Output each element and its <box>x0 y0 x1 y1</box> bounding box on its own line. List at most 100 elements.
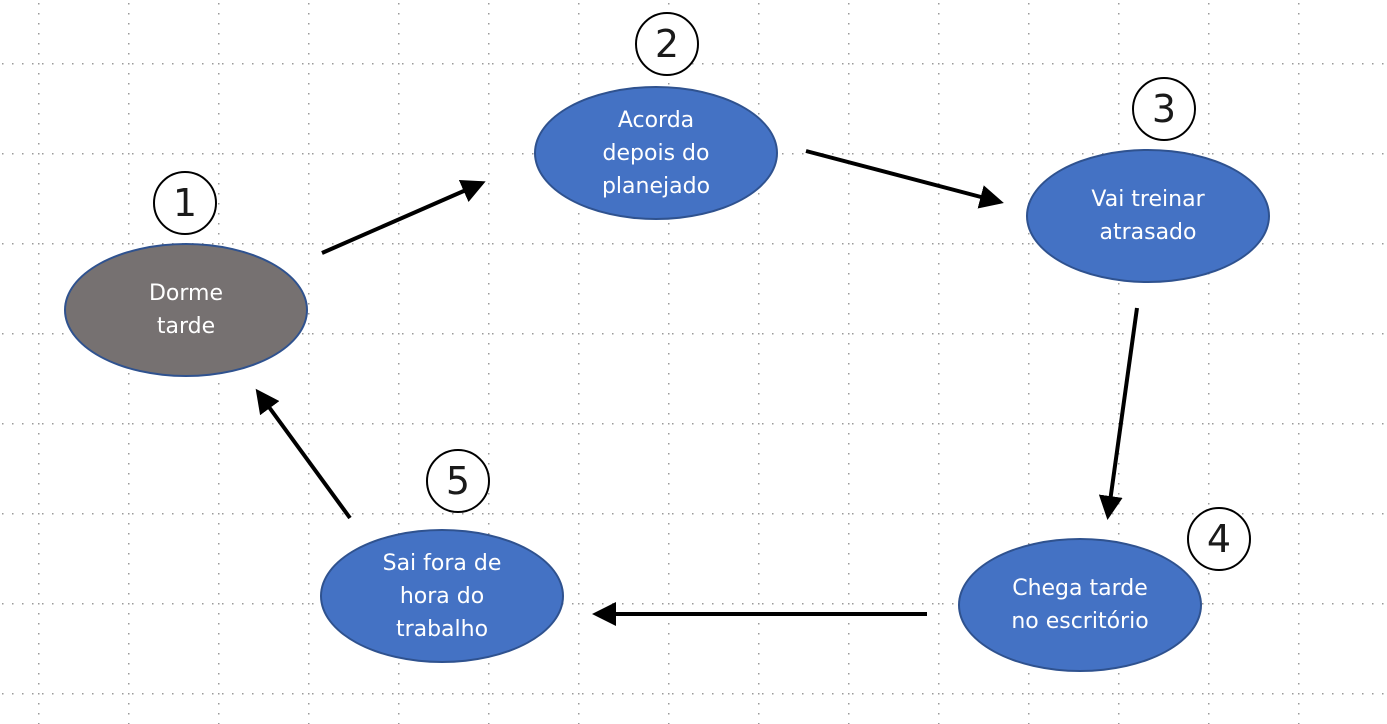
grid-dot <box>1132 423 1134 425</box>
grid-dot <box>578 93 580 95</box>
grid-dot <box>332 153 334 155</box>
grid-dot <box>38 263 40 265</box>
grid-dot <box>488 253 490 255</box>
grid-dot <box>1208 123 1210 125</box>
grid-dot <box>382 333 384 335</box>
grid-dot <box>1282 243 1284 245</box>
grid-dot <box>702 423 704 425</box>
grid-dot <box>382 513 384 515</box>
grid-dot <box>1182 63 1184 65</box>
grid-dot <box>308 183 310 185</box>
grid-dot <box>132 423 134 425</box>
grid-dot <box>302 513 304 515</box>
grid-dot <box>722 333 724 335</box>
grid-dot <box>1272 603 1274 605</box>
grid-dot <box>652 243 654 245</box>
grid-dot <box>488 493 490 495</box>
grid-dot <box>782 513 784 515</box>
grid-dot <box>1208 413 1210 415</box>
grid-dot <box>912 333 914 335</box>
grid-dot <box>308 613 310 615</box>
grid-dot <box>938 83 940 85</box>
grid-dot <box>758 93 760 95</box>
grid-dot <box>938 13 940 15</box>
grid-dot <box>902 603 904 605</box>
grid-dot <box>1028 13 1030 15</box>
grid-dot <box>758 343 760 345</box>
grid-dot <box>1342 693 1344 695</box>
grid-dot <box>1192 63 1194 65</box>
grid-dot <box>482 693 484 695</box>
grid-dot <box>1208 343 1210 345</box>
grid-dot <box>1322 693 1324 695</box>
grid-dot <box>372 243 374 245</box>
grid-dot <box>1118 63 1120 65</box>
grid-dot <box>1118 493 1120 495</box>
grid-dot <box>668 713 670 715</box>
grid-dot <box>1118 343 1120 345</box>
grid-dot <box>38 593 40 595</box>
grid-dot <box>972 693 974 695</box>
grid-dot <box>432 243 434 245</box>
grid-dot <box>218 13 220 15</box>
grid-dot <box>292 243 294 245</box>
grid-dot <box>128 63 130 65</box>
grid-dot <box>848 683 850 685</box>
grid-dot <box>938 483 940 485</box>
grid-dot <box>982 333 984 335</box>
grid-dot <box>602 693 604 695</box>
grid-dot <box>1092 423 1094 425</box>
grid-dot <box>452 693 454 695</box>
grid-dot <box>218 23 220 25</box>
grid-dot <box>398 263 400 265</box>
grid-dot <box>848 483 850 485</box>
grid-dot <box>1118 113 1120 115</box>
grid-dot <box>938 113 940 115</box>
grid-dot <box>1112 423 1114 425</box>
grid-dot <box>1208 493 1210 495</box>
grid-dot <box>1052 63 1054 65</box>
grid-dot <box>308 293 310 295</box>
grid-dot <box>852 243 854 245</box>
grid-dot <box>398 193 400 195</box>
grid-dot <box>578 263 580 265</box>
grid-dot <box>962 243 964 245</box>
grid-dot <box>472 423 474 425</box>
grid-dot <box>1352 243 1354 245</box>
grid-dot <box>482 333 484 335</box>
grid-dot <box>392 423 394 425</box>
grid-dot <box>812 63 814 65</box>
grid-dot <box>1298 573 1300 575</box>
grid-dot <box>1212 693 1214 695</box>
grid-dot <box>902 513 904 515</box>
grid-dot <box>218 573 220 575</box>
grid-dot <box>652 333 654 335</box>
grid-dot <box>38 93 40 95</box>
grid-dot <box>852 153 854 155</box>
grid-dot <box>1298 683 1300 685</box>
grid-dot <box>642 423 644 425</box>
grid-dot <box>1042 513 1044 515</box>
grid-dot <box>38 423 40 425</box>
grid-dot <box>492 693 494 695</box>
grid-dot <box>812 603 814 605</box>
grid-dot <box>112 693 114 695</box>
grid-dot <box>1028 93 1030 95</box>
grid-dot <box>488 433 490 435</box>
grid-dot <box>92 513 94 515</box>
grid-dot <box>848 593 850 595</box>
grid-dot <box>152 243 154 245</box>
grid-dot <box>832 63 834 65</box>
grid-dot <box>1232 63 1234 65</box>
grid-dot <box>848 583 850 585</box>
grid-dot <box>668 583 670 585</box>
grid-dot <box>422 63 424 65</box>
grid-dot <box>262 513 264 515</box>
grid-dot <box>762 243 764 245</box>
grid-dot <box>128 113 130 115</box>
grid-dot <box>832 423 834 425</box>
grid-dot <box>592 243 594 245</box>
grid-dot <box>1302 603 1304 605</box>
grid-dot <box>1232 423 1234 425</box>
grid-dot <box>712 513 714 515</box>
